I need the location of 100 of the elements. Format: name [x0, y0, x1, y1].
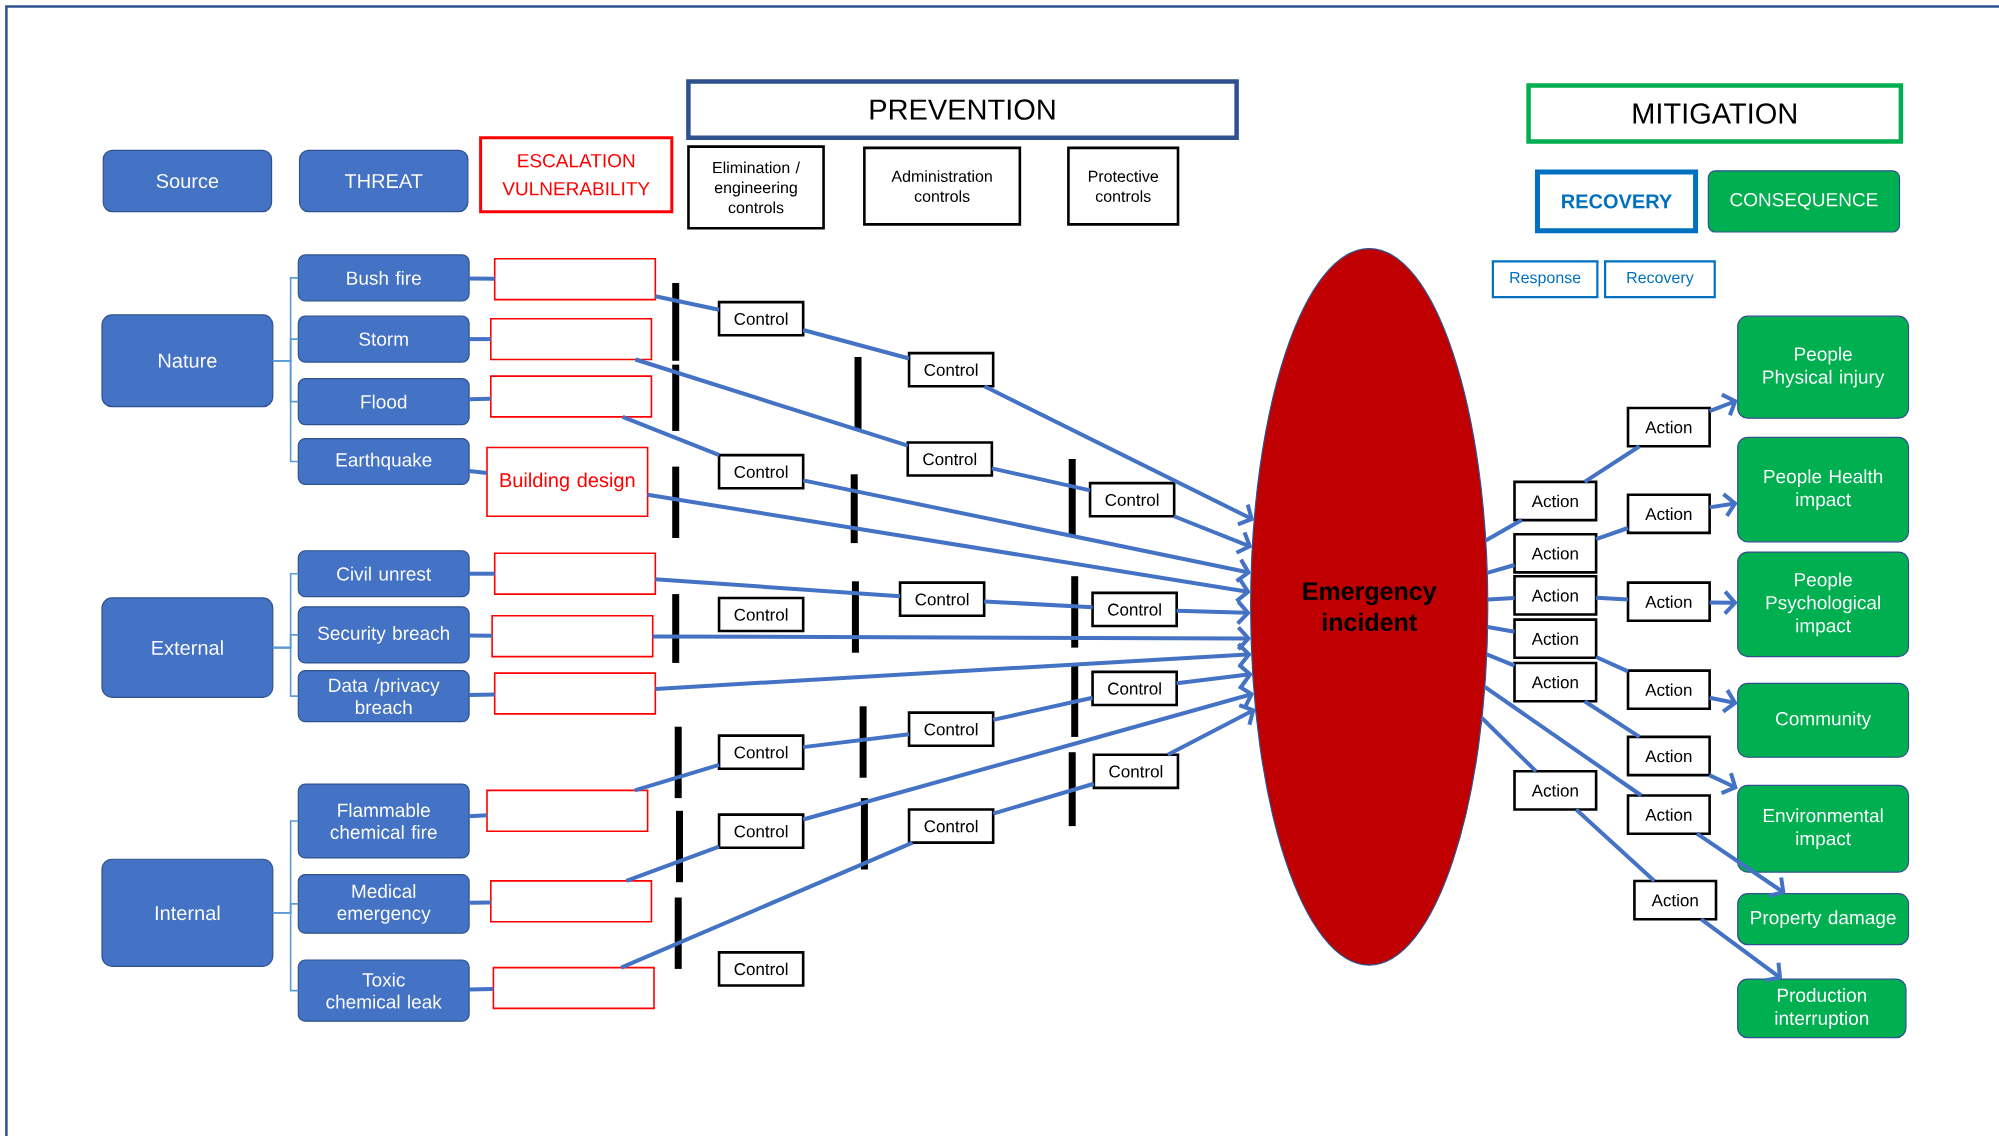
connector-line — [469, 396, 491, 402]
action-box: Action — [1626, 794, 1711, 835]
connector-line — [469, 692, 495, 697]
phase-box: Recovery — [1604, 260, 1716, 299]
connector-line — [469, 987, 494, 992]
threat-box: Flood — [297, 378, 470, 426]
control-box: Control — [1092, 753, 1180, 790]
arrow — [1695, 832, 1786, 898]
connector-line — [1595, 655, 1629, 674]
arrow — [1176, 600, 1251, 625]
threat-box: Data /privacy breach — [297, 670, 470, 723]
control-box: Control — [717, 453, 805, 490]
escalation-box — [492, 966, 655, 1010]
connector-line — [469, 571, 495, 576]
action-box: Action — [1513, 575, 1598, 616]
connector-line — [621, 415, 721, 458]
arrow — [647, 492, 1251, 603]
column-header: CONSEQUENCE — [1707, 170, 1901, 233]
arrow — [802, 684, 1255, 822]
connector-line — [802, 732, 910, 750]
category-box: Nature — [101, 314, 274, 408]
escalation-box — [493, 258, 657, 301]
control-box: Control — [1091, 670, 1178, 707]
escalation-box — [491, 615, 654, 658]
connector-line — [1487, 625, 1515, 634]
connector-line — [469, 276, 495, 281]
action-box: Action — [1626, 493, 1711, 535]
connector-line — [655, 577, 901, 599]
action-box: Action — [1633, 879, 1718, 921]
escalation-box — [493, 672, 657, 715]
escalation-box — [493, 552, 657, 595]
escalation-box — [490, 375, 653, 418]
connector-line — [1583, 699, 1641, 739]
action-box: Action — [1513, 618, 1598, 660]
connector-line — [469, 900, 491, 905]
category-box: External — [101, 597, 274, 698]
consequence-box: People Health impact — [1737, 436, 1910, 543]
connector-line — [634, 763, 720, 793]
arrow — [1709, 689, 1738, 714]
consequence-box: Environmental impact — [1737, 784, 1910, 873]
arrow — [983, 384, 1255, 527]
column-header: Protective controls — [1067, 146, 1180, 226]
connector-line — [469, 813, 488, 819]
arrow — [802, 478, 1252, 583]
connector-line — [991, 466, 1091, 493]
phase-box: Response — [1491, 260, 1599, 299]
action-box: Action — [1513, 661, 1598, 703]
threat-box: Earthquake — [297, 437, 470, 486]
threat-box: Bush fire — [297, 254, 470, 302]
action-box: Action — [1626, 669, 1711, 711]
threat-box: Civil unrest — [297, 550, 470, 598]
threat-box: Medical emergency — [297, 874, 470, 934]
connector-line — [634, 357, 909, 448]
control-box: Control — [717, 734, 805, 771]
action-box: Action — [1513, 480, 1598, 522]
control-box: Control — [1088, 481, 1176, 518]
action-box: Action — [1626, 735, 1711, 777]
threat-box: Toxic chemical leak — [297, 959, 470, 1022]
connector-line — [1480, 716, 1538, 773]
threat-box: Storm — [297, 315, 470, 363]
consequence-box: People Psychological impact — [1737, 551, 1910, 658]
bracket-line — [272, 360, 300, 463]
connector-line — [1486, 563, 1516, 575]
bracket-line — [272, 912, 300, 992]
connector-line — [984, 599, 1093, 610]
column-header: Elimination / engineering controls — [687, 145, 825, 230]
action-box: Action — [1626, 581, 1711, 623]
escalation-box — [490, 317, 653, 361]
control-box: Control — [717, 951, 805, 987]
threat-box: Security breach — [297, 606, 470, 664]
control-box: Control — [717, 813, 805, 850]
section-header: PREVENTION — [686, 79, 1239, 140]
connector-line — [1596, 595, 1629, 602]
arrow — [1708, 772, 1738, 795]
connector-line — [1583, 444, 1641, 484]
connector-line — [802, 328, 910, 361]
connector-line — [1574, 808, 1656, 883]
connector-line — [620, 840, 914, 970]
consequence-box: People Physical injury — [1737, 315, 1910, 419]
control-box: Control — [907, 711, 995, 748]
column-header: Source — [102, 149, 273, 213]
connector-line — [625, 844, 720, 883]
connector-line — [992, 781, 1095, 816]
connector-line — [1483, 685, 1643, 798]
control-box: Control — [907, 808, 995, 844]
column-header: ESCALATION VULNERABILITY — [479, 136, 674, 214]
connector-line — [992, 695, 1093, 722]
consequence-box: Community — [1737, 682, 1910, 758]
arrow — [1709, 590, 1738, 616]
control-box: Control — [898, 581, 986, 618]
arrow — [1176, 663, 1253, 688]
action-box: Action — [1513, 770, 1598, 811]
section-header: MITIGATION — [1526, 83, 1904, 144]
arrow — [1699, 917, 1783, 983]
consequence-box: Production interruption — [1737, 978, 1907, 1039]
connector-line — [1484, 518, 1523, 543]
column-header: THREAT — [298, 149, 469, 213]
arrow — [655, 642, 1252, 691]
action-box: Action — [1626, 406, 1711, 448]
connector-line — [468, 469, 488, 475]
